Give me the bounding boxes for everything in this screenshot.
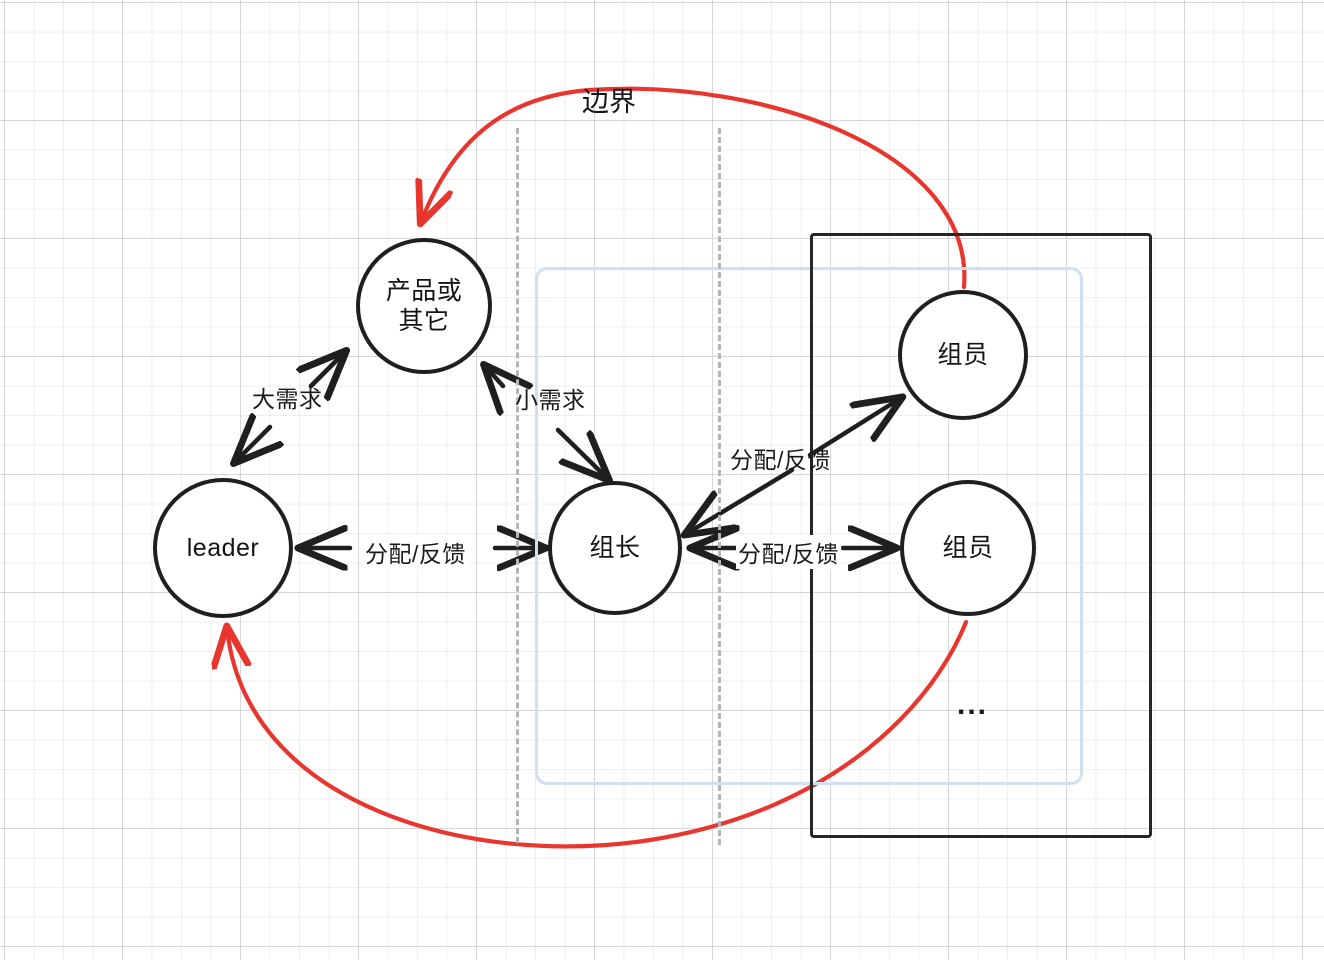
node-leader-label: leader — [186, 533, 260, 562]
edge-boundary-bottom — [227, 619, 969, 849]
more-members-ellipsis: ... — [957, 688, 989, 721]
node-product-label: 产品或 其它 — [385, 276, 463, 336]
node-team-lead-label: 组长 — [589, 533, 641, 562]
node-member-bottom-label: 组员 — [942, 533, 994, 562]
divider-left — [516, 128, 519, 843]
edge-boundary-top — [421, 86, 967, 290]
node-product[interactable]: 产品或 其它 — [356, 238, 492, 374]
node-member-top-label: 组员 — [937, 340, 989, 369]
edge-product-teamlead — [485, 366, 608, 479]
boundary-label: 边界 — [582, 87, 636, 117]
edge-label-big-demand: 大需求 — [252, 386, 323, 412]
edge-label-teamlead-memberbottom: 分配/反馈 — [736, 535, 841, 569]
edge-teamlead-membertop — [686, 398, 901, 534]
divider-right — [718, 128, 721, 845]
edge-leader-product — [235, 352, 345, 462]
edge-label-teamlead-membertop: 分配/反馈 — [730, 447, 831, 473]
edge-label-leader-teamlead: 分配/反馈 — [363, 535, 468, 569]
edge-label-small-demand: 小需求 — [515, 387, 586, 413]
node-leader[interactable]: leader — [153, 478, 293, 618]
node-member-bottom[interactable]: 组员 — [900, 480, 1036, 616]
node-member-top[interactable]: 组员 — [898, 290, 1028, 420]
node-team-lead[interactable]: 组长 — [548, 481, 682, 615]
